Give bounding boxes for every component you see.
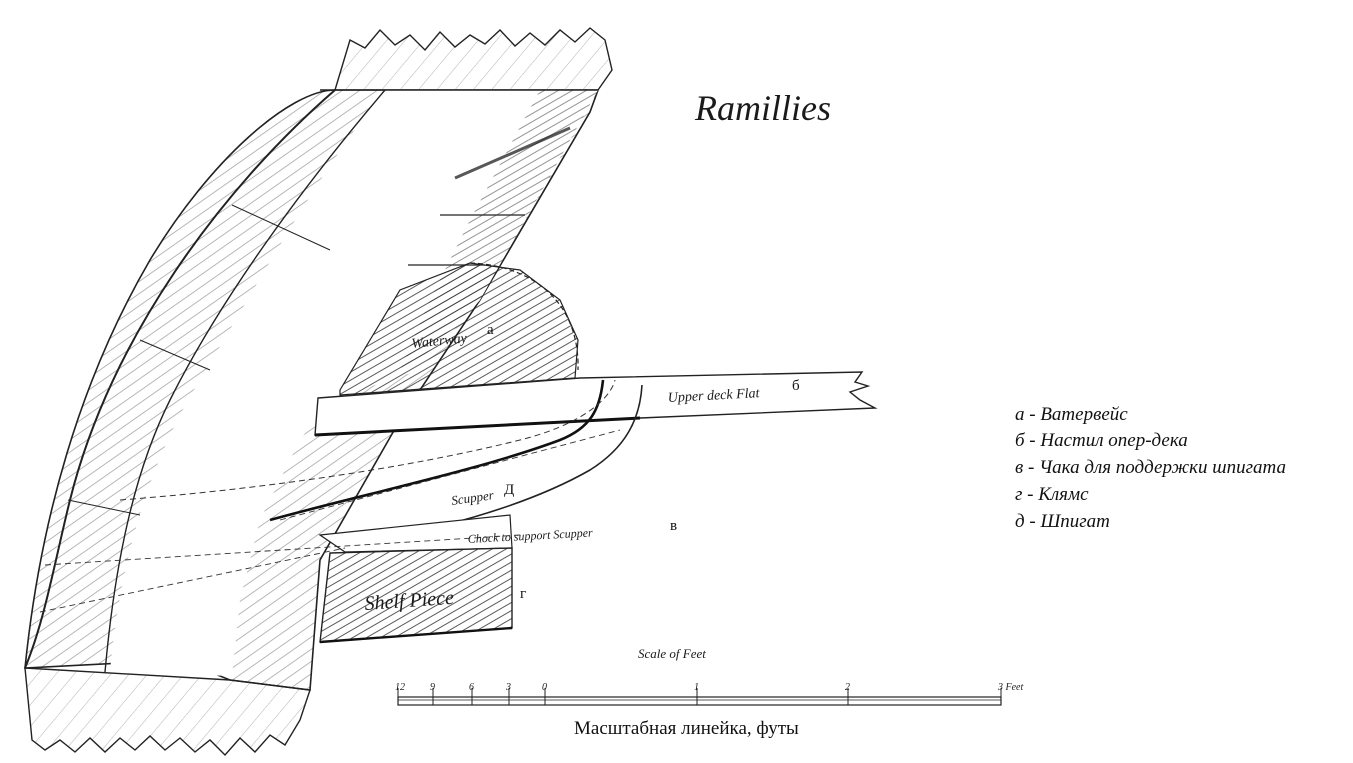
scale-tick-label: 1	[694, 682, 699, 693]
upper-deck-label: Upper deck Flat	[667, 386, 761, 406]
upper-deck-flat: Upper deck Flat	[314, 371, 878, 437]
scale-title: Scale of Feet	[638, 646, 706, 661]
dashed-guides	[39, 429, 621, 613]
scale-tick-label: 3 Feet	[997, 682, 1023, 693]
legend-item-g: г - Клямс	[1015, 484, 1089, 505]
shelf-piece: Shelf Piece	[319, 547, 513, 644]
scupper-label: Scupper	[450, 487, 495, 508]
waterway: Waterway	[339, 262, 579, 396]
scale-tick-label: 0	[542, 682, 547, 693]
scale-bar-body	[397, 696, 1002, 706]
chock-label: Chock to support Scupper	[467, 525, 593, 546]
marker-b: б	[792, 378, 800, 394]
scale-tick-label: 9	[430, 682, 435, 693]
diagram-title: Ramillies	[694, 88, 831, 128]
scale-caption: Масштабная линейка, футы	[574, 718, 799, 739]
chock: Chock to support Scupper	[318, 514, 593, 553]
marker-d: Д	[504, 482, 514, 498]
legend-item-v: в - Чака для поддержки шпигата	[1015, 457, 1286, 478]
legend-item-d: д - Шпигат	[1015, 511, 1110, 532]
scupper: Scupper Д	[119, 379, 643, 549]
scale-tick-label: 6	[469, 682, 474, 693]
marker-v: в	[670, 518, 677, 534]
scale-tick-label: 12	[395, 682, 405, 693]
waterway-label: Waterway	[411, 331, 469, 352]
legend-item-a: а - Ватервейс	[1015, 404, 1128, 425]
legend-item-b: б - Настил опер-дека	[1015, 430, 1188, 451]
scale-tick-label: 2	[845, 682, 850, 693]
scale-tick-label: 3	[505, 682, 511, 693]
marker-g: г	[520, 586, 526, 602]
marker-a: а	[487, 322, 494, 338]
legend: а - Ватервейс б - Настил опер-дека в - Ч…	[1015, 404, 1286, 532]
